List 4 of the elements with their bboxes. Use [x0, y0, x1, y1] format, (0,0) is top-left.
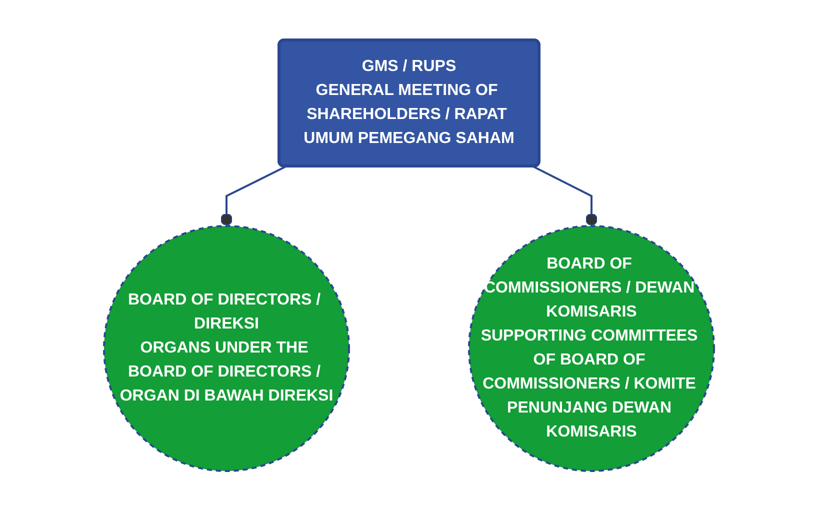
node-circle: BOARD OF DIRECTORS / DIREKSI ORGANS UNDER THE BOARD OF DIRECTORS / ORGAN DI BAWAH DIREKSI	[103, 225, 350, 472]
node-circle: BOARD OF COMMISSIONERS / DEWAN KOMISARIS SUPPORTING COMMITTEES OF BOARD OF COMMISSIONERS / KOMITE PENUNJANG DEWAN KOMISARIS	[468, 225, 715, 472]
connector	[220, 166, 286, 226]
connector	[532, 166, 598, 226]
